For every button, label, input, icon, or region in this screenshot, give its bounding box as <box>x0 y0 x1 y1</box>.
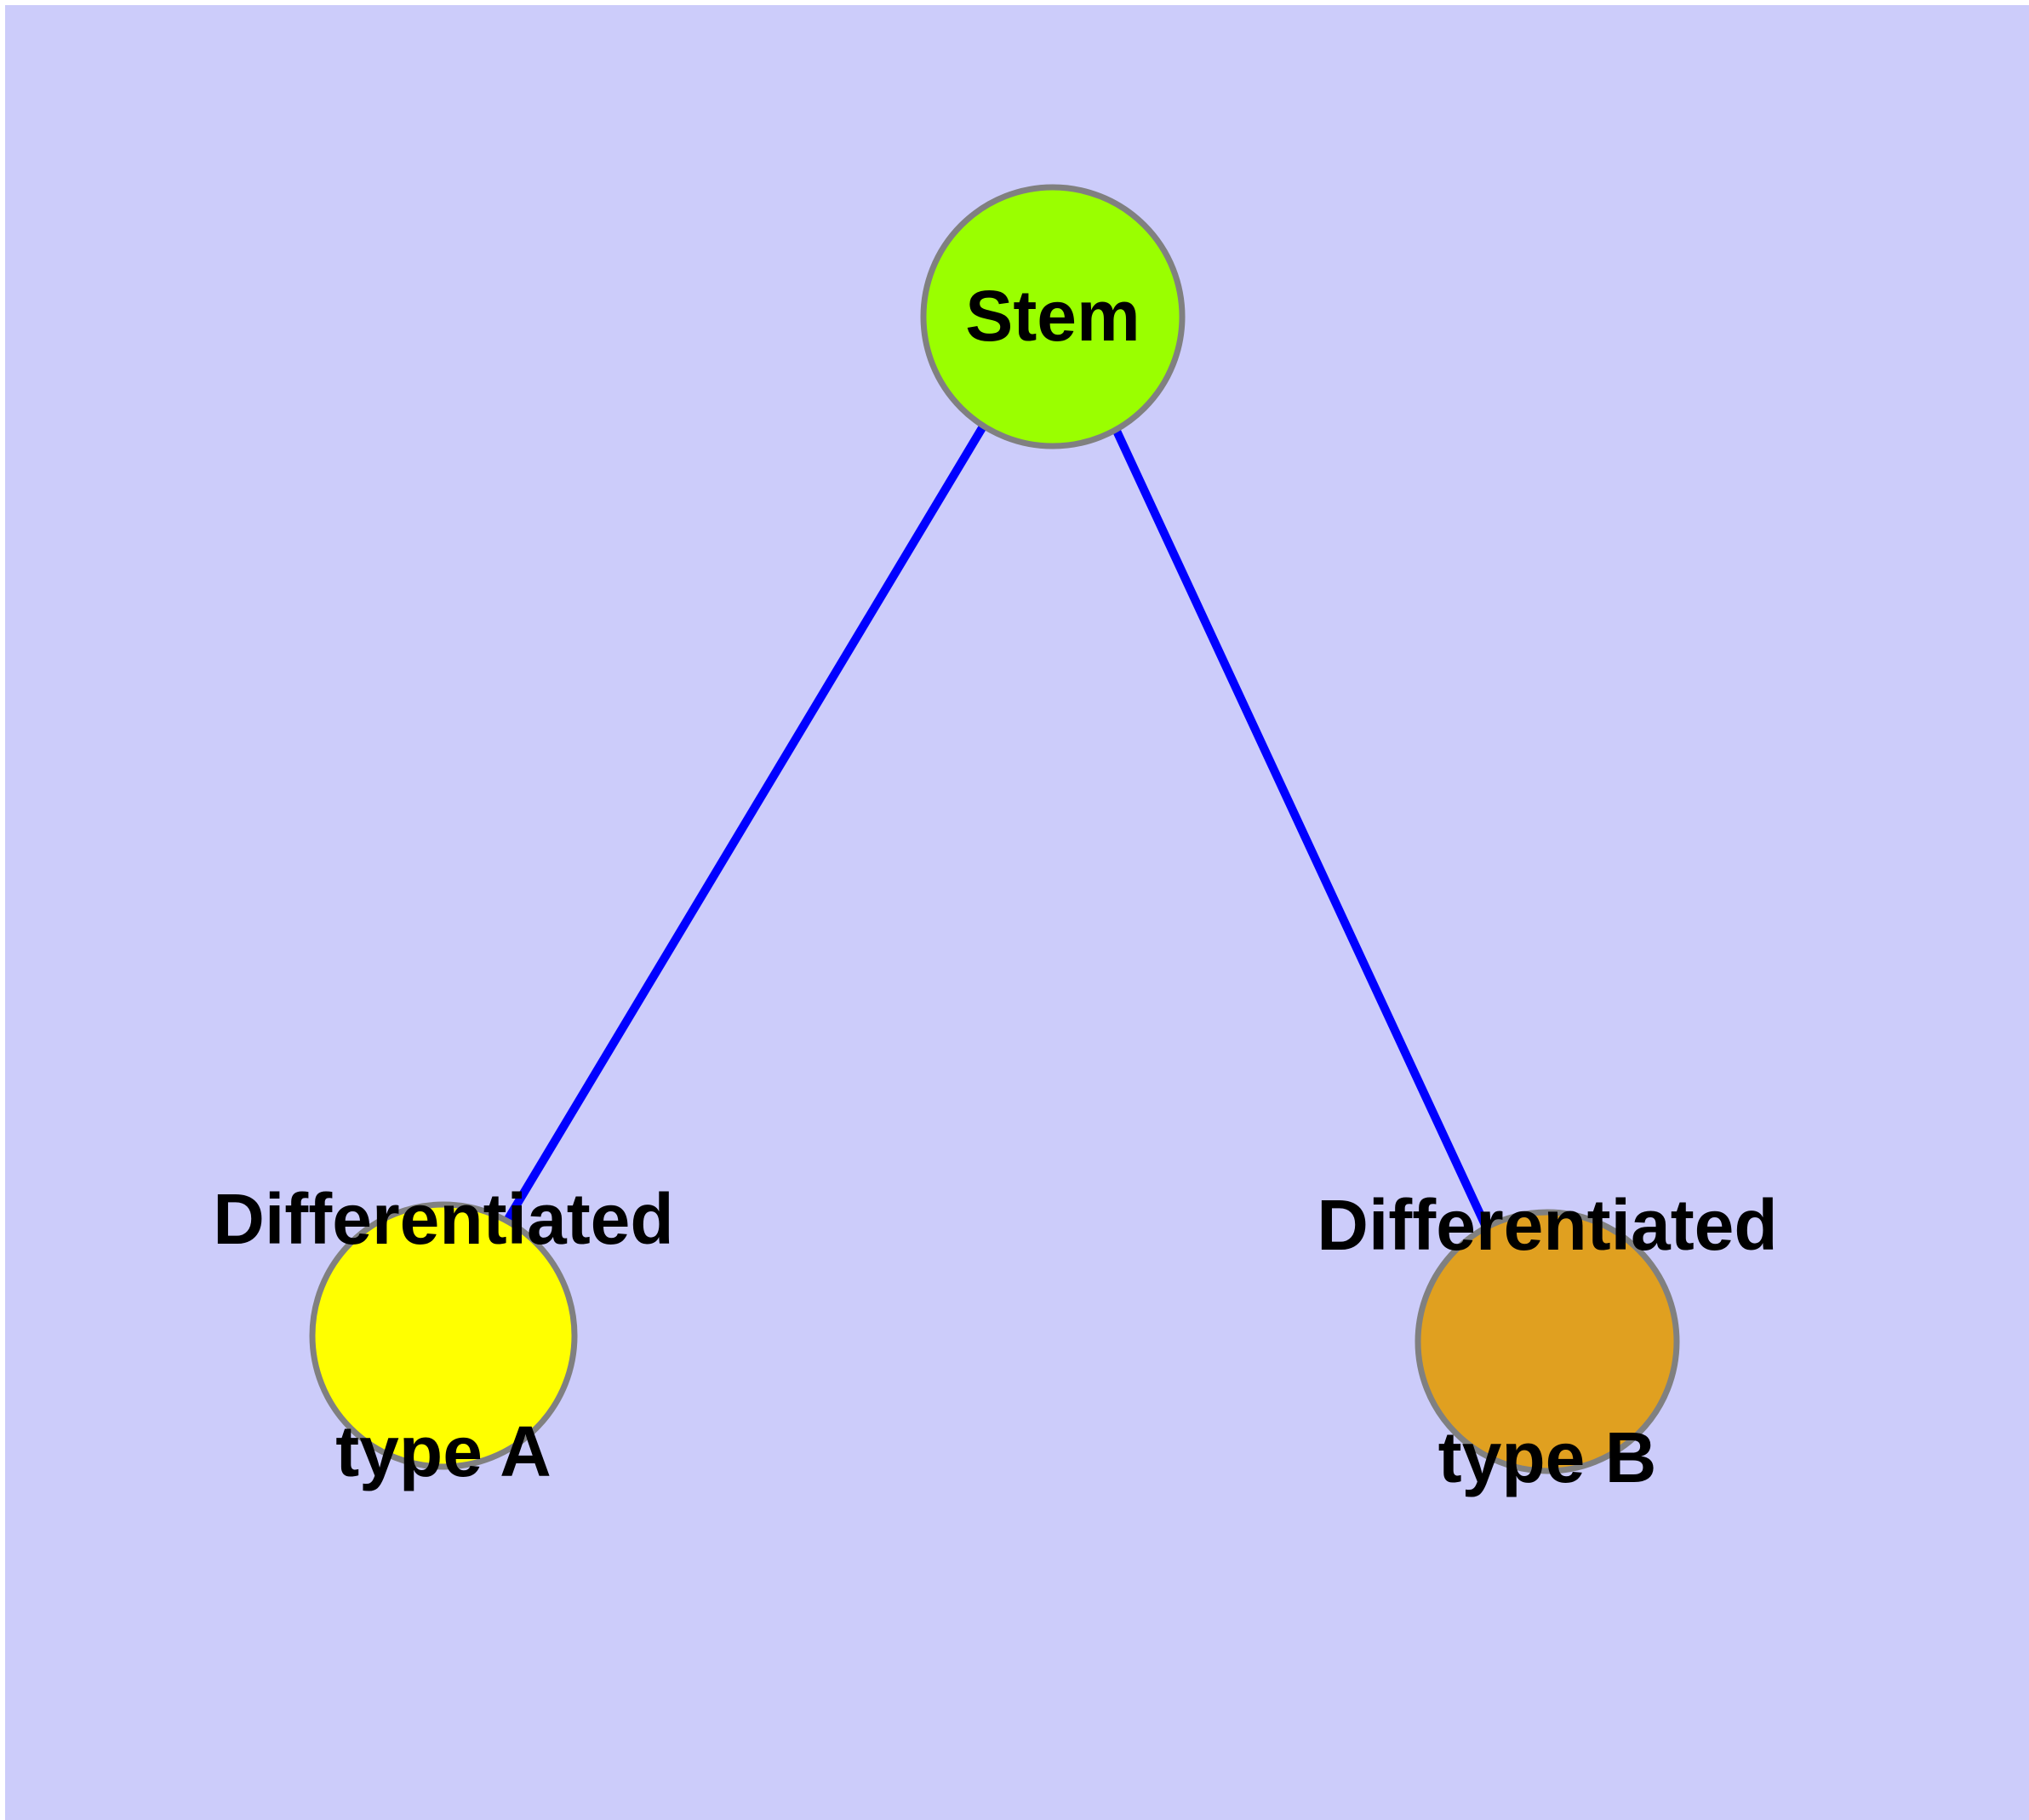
edge-stem-to-diff-a <box>504 424 987 1222</box>
node-circle-diff-a[interactable] <box>309 1201 578 1470</box>
node-layer <box>309 184 1680 1474</box>
edge-layer <box>504 424 1489 1228</box>
edge-stem-to-diff-b <box>1112 426 1489 1228</box>
node-circle-stem[interactable] <box>920 184 1186 449</box>
node-circle-diff-b[interactable] <box>1415 1209 1680 1474</box>
